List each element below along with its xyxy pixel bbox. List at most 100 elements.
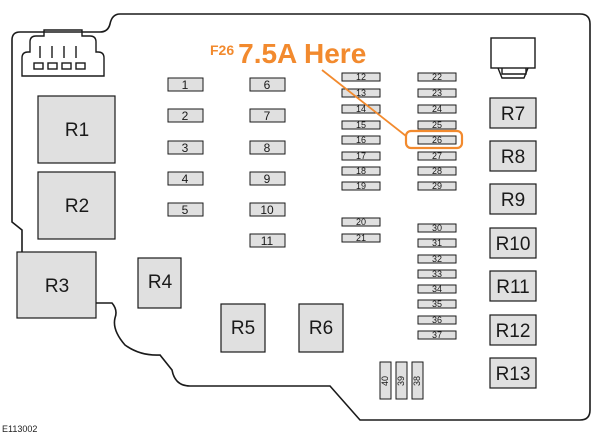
svg-text:2: 2	[182, 109, 189, 123]
svg-text:32: 32	[432, 254, 442, 264]
svg-text:28: 28	[432, 166, 442, 176]
svg-text:29: 29	[432, 181, 442, 191]
svg-text:15: 15	[356, 120, 366, 130]
svg-text:11: 11	[261, 234, 274, 248]
fuse-30: 30	[417, 223, 457, 233]
fuse-37: 37	[417, 330, 457, 340]
svg-text:3: 3	[182, 141, 189, 155]
fuse-5: 5	[167, 202, 204, 217]
fuse-4: 4	[167, 171, 204, 186]
fuse-21: 21	[341, 233, 381, 243]
relay-r11: R11	[489, 270, 537, 302]
relay-r3-label: R3	[45, 276, 69, 297]
fuse-29: 29	[417, 181, 457, 191]
relay-r1-label: R1	[65, 120, 89, 141]
callout-text: 7.5A Here	[238, 38, 367, 69]
relay-r2-label: R2	[65, 196, 89, 217]
relay-r5: R5	[220, 303, 266, 353]
fuse-23: 23	[417, 88, 457, 98]
relay-r13: R13	[489, 357, 537, 389]
relay-r12: R12	[489, 314, 537, 346]
fuse-31: 31	[417, 238, 457, 248]
svg-text:37: 37	[432, 330, 442, 340]
svg-text:17: 17	[356, 151, 366, 161]
fuse-28: 28	[417, 166, 457, 176]
callout-arrow	[321, 69, 407, 137]
fuse-36: 36	[417, 315, 457, 325]
svg-text:20: 20	[356, 217, 366, 227]
svg-text:16: 16	[356, 135, 366, 145]
diode-block-icon	[490, 37, 536, 79]
svg-text:34: 34	[432, 284, 442, 294]
svg-text:27: 27	[432, 151, 442, 161]
svg-text:4: 4	[182, 172, 189, 186]
relay-r9: R9	[489, 183, 537, 215]
svg-text:8: 8	[264, 141, 271, 155]
fuse-35: 35	[417, 299, 457, 309]
svg-text:7: 7	[264, 109, 271, 123]
fuse-15: 15	[341, 120, 381, 130]
svg-text:19: 19	[356, 181, 366, 191]
svg-text:33: 33	[432, 269, 442, 279]
svg-text:36: 36	[432, 315, 442, 325]
fuse-40: 40	[379, 361, 392, 400]
relay-r3: R3	[16, 251, 97, 319]
fuse-2: 2	[167, 108, 204, 123]
callout-fuse-id: F26	[210, 42, 235, 58]
svg-text:40: 40	[380, 376, 390, 386]
fuse-9: 9	[249, 171, 286, 186]
svg-text:25: 25	[432, 120, 442, 130]
fuse-box-outline	[11, 13, 591, 421]
fuse-34: 34	[417, 284, 457, 294]
relay-r7: R7	[489, 97, 537, 129]
fuse-26: 26	[417, 135, 457, 145]
fuse-32: 32	[417, 254, 457, 264]
relay-r10-label: R10	[496, 234, 531, 255]
connector-icon	[21, 29, 105, 77]
fuse-18: 18	[341, 166, 381, 176]
relay-r4-label: R4	[148, 272, 173, 293]
svg-text:24: 24	[432, 104, 442, 114]
svg-text:35: 35	[432, 299, 442, 309]
relay-r1: R1	[37, 95, 116, 164]
svg-text:38: 38	[412, 376, 422, 386]
image-code: E113002	[2, 424, 38, 434]
fuse-3: 3	[167, 140, 204, 155]
fuse-13: 13	[341, 88, 381, 98]
fuse-6: 6	[249, 77, 286, 92]
fuse-27: 27	[417, 151, 457, 161]
fuse-24: 24	[417, 104, 457, 114]
svg-text:26: 26	[432, 135, 442, 145]
fuse-7: 7	[249, 108, 286, 123]
relay-r11-label: R11	[496, 277, 529, 298]
fuse-17: 17	[341, 151, 381, 161]
fuse-33: 33	[417, 269, 457, 279]
fuse-39: 39	[395, 361, 408, 400]
svg-text:31: 31	[432, 238, 442, 248]
svg-text:39: 39	[396, 376, 406, 386]
relay-r10: R10	[489, 227, 537, 259]
fuse-26-highlight	[404, 129, 464, 150]
fuse-22: 22	[417, 72, 457, 82]
relay-r6-label: R6	[309, 318, 333, 339]
fuse-38: 38	[411, 361, 424, 400]
fuse-19: 19	[341, 181, 381, 191]
fuse-20: 20	[341, 217, 381, 227]
svg-text:9: 9	[264, 172, 271, 186]
fuse-12: 12	[341, 72, 381, 82]
relay-r4: R4	[137, 257, 182, 309]
svg-text:21: 21	[356, 233, 366, 243]
svg-text:10: 10	[260, 203, 274, 217]
relay-r7-label: R7	[501, 104, 525, 125]
svg-text:5: 5	[182, 203, 189, 217]
svg-text:6: 6	[264, 78, 271, 92]
relay-r13-label: R13	[496, 364, 531, 385]
svg-text:1: 1	[182, 78, 189, 92]
relay-r6: R6	[298, 303, 344, 353]
svg-text:12: 12	[356, 72, 366, 82]
relay-r9-label: R9	[501, 190, 525, 211]
relay-r8: R8	[489, 140, 537, 172]
svg-text:14: 14	[356, 104, 366, 114]
